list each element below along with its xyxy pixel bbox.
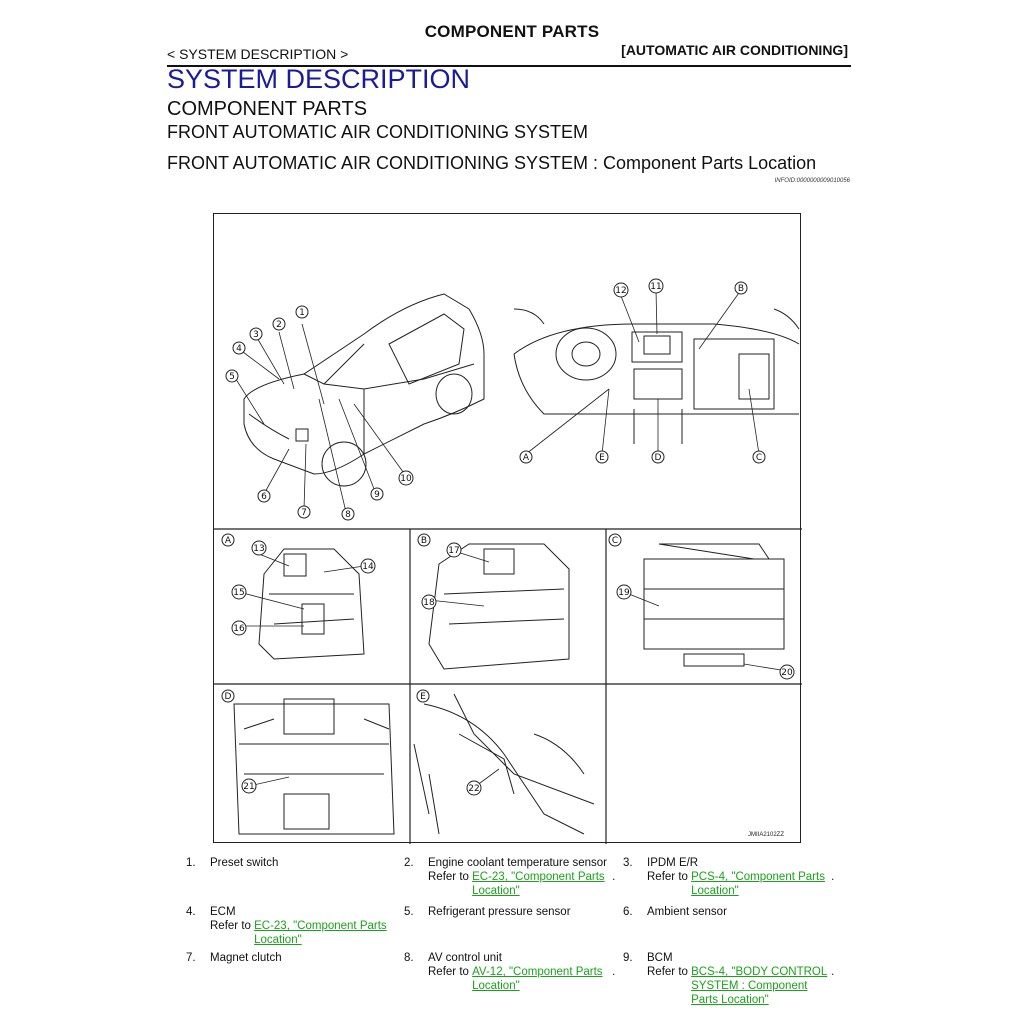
subtitle-system: FRONT AUTOMATIC AIR CONDITIONING SYSTEM	[167, 122, 589, 142]
svg-text:D: D	[225, 692, 232, 702]
breadcrumb: < SYSTEM DESCRIPTION >	[167, 46, 349, 62]
legend-name: Ambient sensor	[647, 906, 727, 918]
svg-text:3: 3	[253, 330, 259, 340]
svg-text:6: 6	[261, 492, 267, 502]
legend-name: Engine coolant temperature sensor	[428, 857, 607, 869]
svg-text:A: A	[523, 453, 530, 463]
section-title: SYSTEM DESCRIPTION	[167, 64, 471, 94]
component-location-figure: 1 2 3 4 5 6 7 8 9 10	[213, 213, 802, 844]
svg-text:22: 22	[468, 784, 479, 794]
info-id: INFOID:0000000009010056	[774, 178, 850, 184]
ref-suffix: .	[831, 966, 835, 978]
panel-c-drawing	[623, 543, 788, 672]
panel-b-drawing	[428, 543, 570, 670]
ref-suffix: .	[612, 871, 616, 883]
svg-text:19: 19	[618, 588, 630, 598]
figure-drawing: 1 2 3 4 5 6 7 8 9 10	[214, 278, 802, 844]
svg-text:9: 9	[374, 490, 380, 500]
ref-link-av-12[interactable]: AV-12, "Component Parts Location"	[472, 966, 603, 992]
ref-prefix: Refer to	[428, 966, 473, 978]
svg-text:C: C	[756, 453, 762, 463]
legend-name: ECM	[210, 906, 236, 918]
dashboard-callout-letters: 12 11 B A E D C	[519, 278, 766, 464]
legend-name: Magnet clutch	[210, 952, 282, 964]
svg-text:E: E	[599, 453, 605, 463]
ref-link-ec-23[interactable]: EC-23, "Component Parts Location"	[472, 871, 605, 897]
legend-name: Refrigerant pressure sensor	[428, 906, 571, 918]
panel-d-drawing	[233, 698, 395, 835]
category-label: [AUTOMATIC AIR CONDITIONING]	[621, 42, 848, 58]
subtitle-component-parts: COMPONENT PARTS	[167, 98, 368, 120]
ref-link-pcs-4[interactable]: PCS-4, "Component Parts Location"	[691, 871, 825, 897]
svg-text:C: C	[612, 536, 618, 546]
legend-num: 6.	[623, 906, 633, 918]
legend-num: 3.	[623, 857, 633, 869]
svg-text:11: 11	[650, 282, 661, 292]
svg-text:7: 7	[301, 508, 307, 518]
svg-text:13: 13	[253, 544, 264, 554]
legend-name: IPDM E/R	[647, 857, 699, 869]
ref-suffix: .	[831, 871, 835, 883]
vehicle-callouts	[233, 323, 407, 513]
svg-text:18: 18	[423, 598, 435, 608]
legend-num: 4.	[186, 906, 196, 918]
legend-num: 7.	[186, 952, 196, 964]
ref-prefix: Refer to	[210, 920, 255, 932]
svg-text:21: 21	[243, 782, 254, 792]
legend-name: Preset switch	[210, 857, 279, 869]
svg-text:20: 20	[781, 668, 793, 678]
legend-num: 9.	[623, 952, 633, 964]
svg-text:E: E	[420, 692, 426, 702]
legend-name: AV control unit	[428, 952, 502, 964]
ref-link-ec-23[interactable]: EC-23, "Component Parts Location"	[254, 920, 387, 946]
svg-text:A: A	[225, 536, 232, 546]
svg-text:5: 5	[229, 372, 235, 382]
svg-text:B: B	[738, 284, 744, 294]
legend-num: 8.	[404, 952, 414, 964]
legend-num: 2.	[404, 857, 414, 869]
legend-num: 5.	[404, 906, 414, 918]
header-rule	[167, 65, 851, 67]
subtitle-location: FRONT AUTOMATIC AIR CONDITIONING SYSTEM …	[167, 153, 817, 173]
vehicle-drawing	[243, 293, 485, 487]
svg-text:4: 4	[236, 344, 242, 354]
svg-text:15: 15	[233, 588, 244, 598]
legend-name: BCM	[647, 952, 673, 964]
svg-text:12: 12	[615, 286, 626, 296]
ref-prefix: Refer to	[647, 871, 692, 883]
ref-prefix: Refer to	[647, 966, 692, 978]
ref-suffix: .	[612, 966, 616, 978]
dashboard-drawing	[513, 308, 800, 444]
svg-text:14: 14	[362, 562, 374, 572]
svg-text:16: 16	[233, 624, 245, 634]
ref-link-bcs-4[interactable]: BCS-4, "BODY CONTROL SYSTEM : Component …	[691, 966, 828, 1006]
svg-text:2: 2	[276, 320, 282, 330]
svg-text:1: 1	[299, 308, 305, 318]
panel-a-drawing	[238, 548, 365, 660]
svg-text:10: 10	[400, 474, 412, 484]
page-heading: COMPONENT PARTS	[424, 22, 600, 41]
ref-prefix: Refer to	[428, 871, 473, 883]
svg-text:D: D	[655, 453, 662, 463]
figure-code: JMIIA2102ZZ	[747, 832, 784, 838]
svg-text:B: B	[421, 536, 427, 546]
svg-text:17: 17	[448, 546, 459, 556]
panel-e-drawing	[413, 693, 595, 835]
vehicle-callout-numbers: 1 2 3 4 5 6 7 8 9 10	[225, 305, 414, 521]
dashboard-callouts	[525, 289, 760, 455]
legend-num: 1.	[186, 857, 196, 869]
svg-text:8: 8	[345, 510, 351, 520]
